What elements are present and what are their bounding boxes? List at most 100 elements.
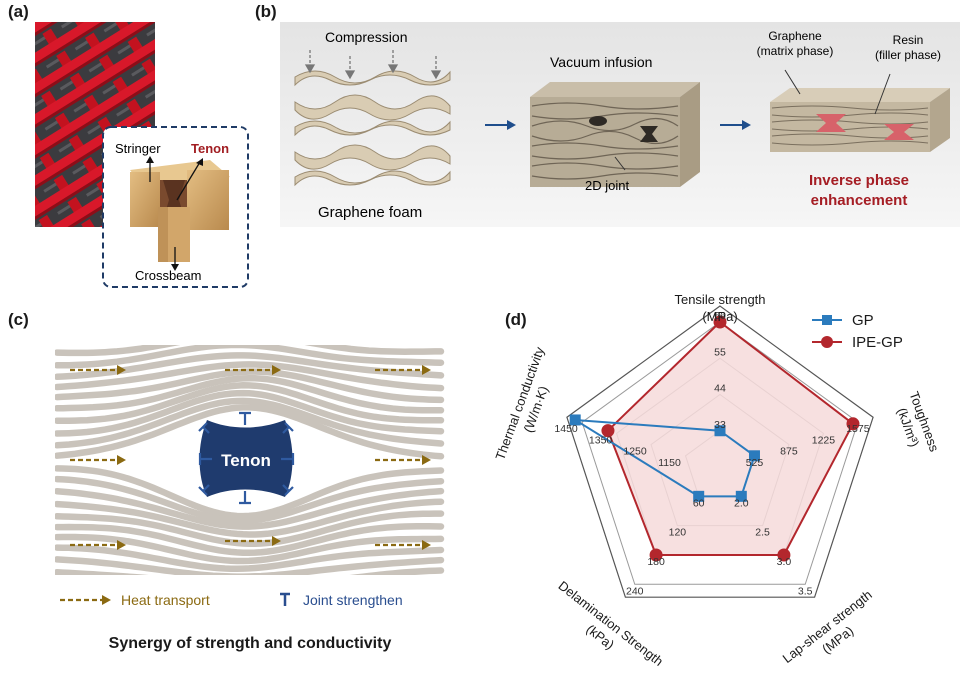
- heat-arrow-head: [272, 365, 281, 375]
- stringer-label: Stringer: [115, 141, 161, 156]
- radar-axis-label: Thermal conductivity(W/m·K): [492, 344, 563, 467]
- radar-axis-label: Delamination Strength(kPa): [545, 578, 666, 675]
- panel-c-legend: Heat transport Joint strengthen: [60, 592, 403, 608]
- radar-tick-label: 1575: [846, 423, 870, 435]
- radar-point: [846, 417, 860, 431]
- graphene-label: Graphene: [768, 29, 822, 43]
- process-arrow-1: [485, 120, 516, 130]
- radar-outer-frame: [566, 305, 874, 598]
- radar-tick-label: 60: [693, 497, 705, 509]
- legend-label: GP: [852, 312, 874, 329]
- filler-phase-label: (filler phase): [875, 48, 941, 62]
- graphene-layer-line: [55, 382, 445, 424]
- heat-arrow-head: [117, 365, 126, 375]
- legend-marker: [822, 315, 832, 325]
- radar-tick-label: 2.0: [734, 497, 749, 509]
- heat-arrow-head: [272, 536, 281, 546]
- graphene-layer-line: [55, 475, 445, 525]
- heat-transport-legend: Heat transport: [121, 592, 210, 608]
- radar-point: [777, 548, 791, 562]
- panel-a-figure: Stringer Tenon Crossbeam: [35, 22, 249, 288]
- graphene-layer-line: [55, 345, 445, 369]
- graphene-layer-line: [55, 533, 445, 565]
- graphene-foam-label: Graphene foam: [318, 204, 422, 221]
- graphene-layer-line: [55, 498, 445, 538]
- panel-c-figure: Tenon: [55, 345, 445, 575]
- panel-d-label: (d): [505, 310, 527, 329]
- radar-tick-label: 1250: [623, 446, 647, 458]
- radar-tick-label: 33: [714, 419, 726, 431]
- ipe-label-line1: Inverse phase: [809, 172, 909, 189]
- graphene-layer-line: [55, 465, 445, 520]
- radar-tick-label: 3.0: [777, 556, 792, 568]
- radar-tick-labels: 33 44 55 66 525 875 1225 1575 2.0 2.5 3.0 3.5 60 120 1…: [554, 310, 869, 597]
- process-arrow-2: [720, 120, 751, 130]
- panel-a-label: (a): [8, 2, 29, 21]
- legend-label: IPE-GP: [852, 334, 903, 351]
- crossbeam-label: Crossbeam: [135, 268, 201, 283]
- graphene-layers: [55, 345, 445, 575]
- radar-tick-label: 1225: [812, 434, 836, 446]
- radar-axis-label: Toughness(kJ/m³): [890, 389, 942, 460]
- radar-tick-label: 1150: [658, 457, 681, 469]
- radar-point: [713, 315, 727, 329]
- heat-arrow-head: [422, 365, 431, 375]
- inverse-phase-block: [770, 88, 950, 152]
- tenon-label-a: Tenon: [191, 141, 229, 156]
- heat-arrow-head: [117, 540, 126, 550]
- panel-b-label: (b): [255, 2, 277, 21]
- heat-arrows: [70, 365, 431, 550]
- radar-chart: 33 44 55 66 525 875 1225 1575 2.0 2.5 3.0 3.5 60 120 1…: [492, 292, 942, 675]
- graphene-layer-line: [55, 544, 445, 572]
- radar-tick-label: 875: [780, 446, 798, 458]
- tenon-label-c: Tenon: [221, 451, 271, 470]
- graphene-layer-line: [55, 523, 445, 557]
- radar-grid-ring: [581, 321, 859, 585]
- radar-tick-label: 120: [669, 527, 687, 539]
- legend-marker: [821, 336, 833, 348]
- heat-arrow-head: [422, 455, 431, 465]
- graphene-layer-line: [55, 404, 445, 460]
- radar-tick-label: 1450: [554, 423, 578, 435]
- tenon-joint-model: [130, 160, 230, 262]
- compression-label: Compression: [325, 29, 407, 45]
- radar-axis-label: Lap-shear strength(MPa): [780, 587, 886, 675]
- graphene-layer-line: [55, 510, 445, 547]
- graphene-layer-line: [55, 361, 445, 392]
- graphene-layer-line: [55, 368, 445, 404]
- radar-tick-label: 66: [714, 310, 726, 322]
- panel-c-caption: Synergy of strength and conductivity: [108, 635, 392, 652]
- radar-point: [735, 490, 747, 502]
- radar-point: [569, 414, 581, 426]
- graphene-layer-line: [55, 487, 445, 530]
- matrix-phase-label: (matrix phase): [757, 44, 834, 58]
- radar-tick-label: 2.5: [755, 527, 770, 539]
- radar-legend: GP IPE-GP: [812, 312, 903, 351]
- radar-tick-label: 3.5: [798, 585, 813, 597]
- heat-arrow-head: [117, 455, 126, 465]
- tenon-resin: [198, 411, 295, 505]
- radar-point: [714, 425, 726, 437]
- compression-arrows: [304, 50, 442, 80]
- radar-point: [649, 548, 663, 562]
- radar-point: [693, 490, 705, 502]
- joint-strengthen-legend: Joint strengthen: [303, 592, 403, 608]
- joint-2d-label: 2D joint: [585, 178, 629, 193]
- graphene-layer-line: [55, 345, 445, 357]
- graphene-layer-line: [55, 556, 445, 575]
- heat-arrow-head: [422, 540, 431, 550]
- graphene-layer-line: [55, 389, 445, 437]
- graphene-layer-line: [55, 374, 445, 414]
- resin-label: Resin: [893, 33, 924, 47]
- radar-tick-label: 1350: [589, 434, 613, 446]
- panel-c-label: (c): [8, 310, 29, 329]
- radar-tick-label: 44: [714, 383, 726, 395]
- radar-series-polygon: [574, 418, 756, 498]
- radar-point: [748, 450, 760, 462]
- radar-axis-label: Tensile strength(MPa): [674, 292, 765, 324]
- panel-b-figure: Compression Graphene foam Vacuum infusio…: [280, 22, 960, 227]
- vacuum-infusion-block: [530, 82, 700, 187]
- radar-tick-label: 525: [746, 457, 764, 469]
- ipe-label-line2: enhancement: [811, 192, 908, 209]
- radar-tick-label: 55: [714, 346, 726, 358]
